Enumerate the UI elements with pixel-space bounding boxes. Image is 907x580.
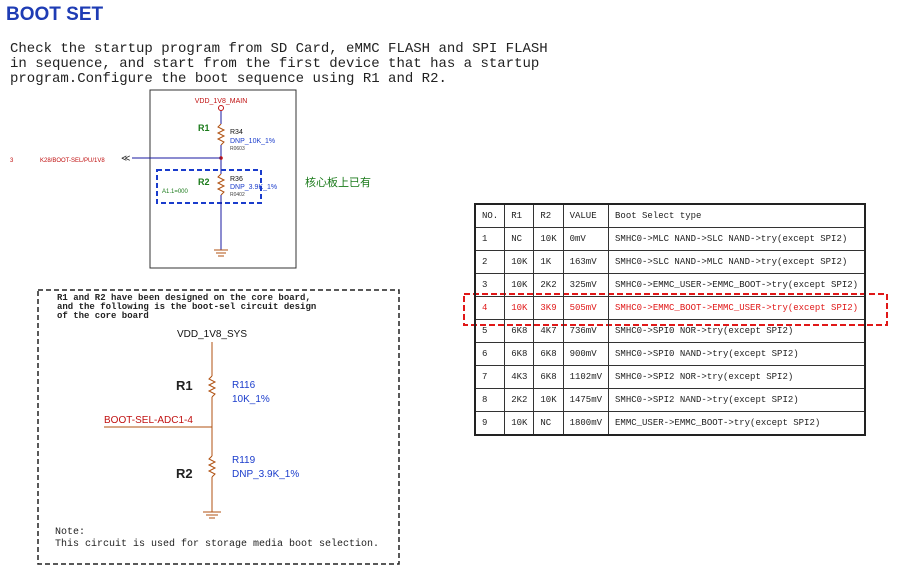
description-text: Check the startup program from SD Card, … <box>10 41 548 87</box>
top-r2-label: R2 <box>198 177 210 187</box>
cell-r2: 6K8 <box>533 365 564 389</box>
cell-boot-type: SMHC0->SPI0 NOR->try(except SPI2) <box>608 319 866 343</box>
bottom-r2-label: R2 <box>176 466 193 481</box>
cell-r1: 10K <box>504 273 535 297</box>
r119-value: DNP_3.9K_1% <box>232 469 299 480</box>
cell-no: 1 <box>474 227 506 251</box>
cell-r1: 10K <box>504 250 535 274</box>
cell-no: 4 <box>474 296 506 320</box>
r34-value: DNP_10K_1% <box>230 138 275 145</box>
cell-value: 1475mV <box>562 388 610 412</box>
cell-no: 7 <box>474 365 506 389</box>
bottom-r1-label: R1 <box>176 378 193 393</box>
cell-r2: 10K <box>533 227 564 251</box>
cell-no: 6 <box>474 342 506 366</box>
r36-value: DNP_3.9K_1% <box>230 184 277 191</box>
cell-value: 0mV <box>562 227 610 251</box>
cell-boot-type: SMHC0->SLC NAND->MLC NAND->try(except SP… <box>608 250 866 274</box>
cell-value: 1102mV <box>562 365 610 389</box>
cell-r2: 10K <box>533 388 564 412</box>
vdd-main-node <box>218 105 224 111</box>
cn-note: 核心板上已有 <box>305 175 371 189</box>
cell-r2: 6K8 <box>533 342 564 366</box>
cell-no: 9 <box>474 411 506 436</box>
cell-r1: 6K8 <box>504 319 535 343</box>
bottom-schematic-frame <box>37 289 400 565</box>
r36-ref: R36 <box>230 176 243 183</box>
r119-resistor <box>207 455 217 478</box>
cell-r1: NC <box>504 227 535 251</box>
top-r1-label: R1 <box>198 123 210 133</box>
cell-r2: 1K <box>533 250 564 274</box>
cell-value: 900mV <box>562 342 610 366</box>
cell-value: 325mV <box>562 273 610 297</box>
cell-value: 1800mV <box>562 411 610 436</box>
cell-boot-type: EMMC_USER->EMMC_BOOT->try(except SPI2) <box>608 411 866 436</box>
r36-package: R0402 <box>230 192 245 198</box>
r119-ref: R119 <box>232 455 256 466</box>
cell-r1: 4K3 <box>504 365 535 389</box>
r34-package: R0603 <box>230 146 245 152</box>
net-arrow-icon: ≪ <box>121 153 130 163</box>
cell-no: 8 <box>474 388 506 412</box>
cell-r1: 10K <box>504 411 535 436</box>
top-schematic-frame <box>149 89 297 269</box>
core-board-note: R1 and R2 have been designed on the core… <box>57 293 317 321</box>
bottom-note: Note: This circuit is used for storage m… <box>55 527 380 550</box>
net-index: 3 <box>10 158 14 164</box>
cell-boot-type: SMHC0->SPI2 NOR->try(except SPI2) <box>608 365 866 389</box>
vdd-main-label: VDD_1V8_MAIN <box>195 98 248 105</box>
cell-r2: 4K7 <box>533 319 564 343</box>
net-label: K28/BOOT-SEL/PU/1V8 <box>40 158 105 164</box>
cell-r2: 2K2 <box>533 273 564 297</box>
cell-boot-type: SMHC0->SPI0 NAND->try(except SPI2) <box>608 342 866 366</box>
adc-net-label: BOOT-SEL-ADC1-4 <box>104 415 193 426</box>
cell-no: 2 <box>474 250 506 274</box>
vdd-sys-label: VDD_1V8_SYS <box>177 329 247 340</box>
r34-resistor <box>216 123 226 146</box>
cell-boot-type: SMHC0->SPI2 NAND->try(except SPI2) <box>608 388 866 412</box>
r36-resistor <box>216 173 226 196</box>
r34-ref: R34 <box>230 129 243 136</box>
cell-no: 5 <box>474 319 506 343</box>
dnp-dashed-box <box>156 169 262 204</box>
header-value: VALUE <box>562 203 610 228</box>
header-boot-type: Boot Select type <box>608 203 866 228</box>
cell-value: 736mV <box>562 319 610 343</box>
cell-r2: NC <box>533 411 564 436</box>
table-header-row: NO. R1 R2 VALUE Boot Select type <box>474 203 866 228</box>
cell-value: 163mV <box>562 250 610 274</box>
cell-boot-type: SMHC0->MLC NAND->SLC NAND->try(except SP… <box>608 227 866 251</box>
cell-value: 505mV <box>562 296 610 320</box>
page-title: BOOT SET <box>6 4 104 25</box>
r116-value: 10K_1% <box>232 394 270 405</box>
cell-r1: 10K <box>504 296 535 320</box>
header-r1: R1 <box>504 203 535 228</box>
header-no: NO. <box>474 203 506 228</box>
r116-resistor <box>207 375 217 398</box>
box-label: A1.1=000 <box>162 189 189 195</box>
cell-r1: 6K8 <box>504 342 535 366</box>
header-r2: R2 <box>533 203 564 228</box>
cell-r1: 2K2 <box>504 388 535 412</box>
cell-boot-type: SMHC0->EMMC_USER->EMMC_BOOT->try(except … <box>608 273 866 297</box>
cell-boot-type: SMHC0->EMMC_BOOT->EMMC_USER->try(except … <box>608 296 866 320</box>
r116-ref: R116 <box>232 380 256 391</box>
cell-no: 3 <box>474 273 506 297</box>
cell-r2: 3K9 <box>533 296 564 320</box>
